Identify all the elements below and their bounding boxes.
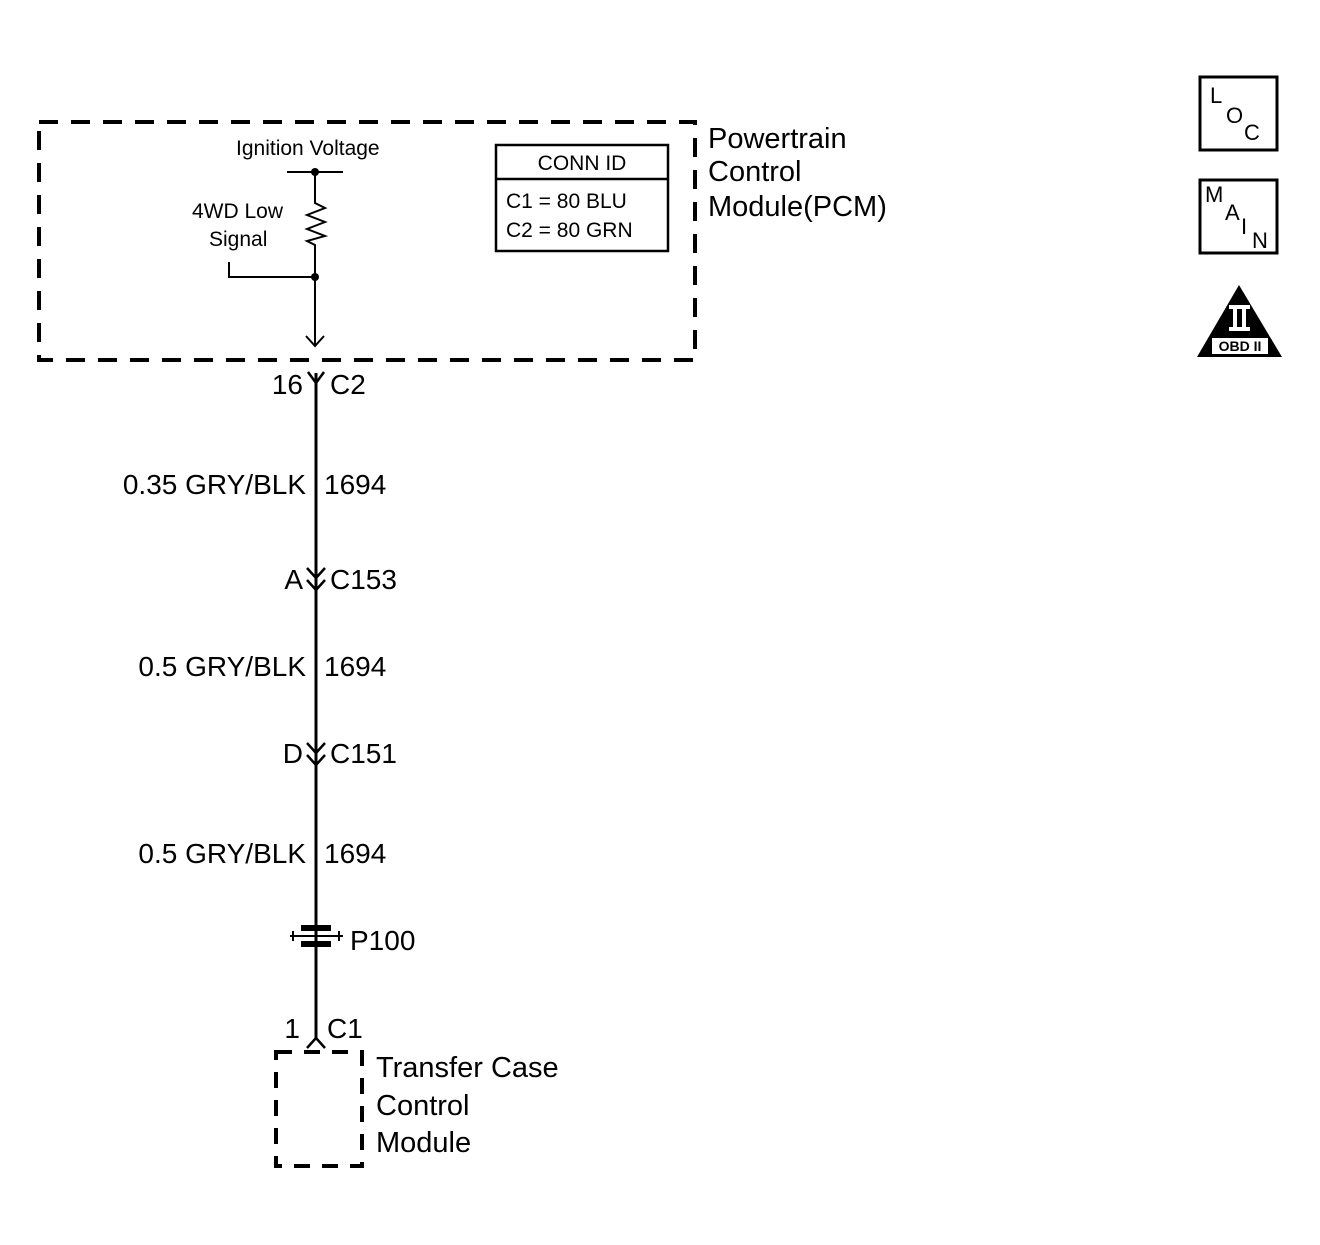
signal-label-line-2: Signal — [209, 228, 267, 251]
c153-connector-label: C153 — [330, 564, 397, 595]
pcm-title-line-2: Control — [708, 156, 802, 188]
ignition-voltage-label: Ignition Voltage — [236, 137, 380, 160]
main-icon[interactable]: M A I N — [1198, 178, 1279, 255]
svg-text:M: M — [1205, 182, 1223, 207]
wire-3-spec: 0.5 GRY/BLK — [138, 838, 306, 869]
wire-3-circuit: 1694 — [324, 838, 386, 869]
c153-pin-label: A — [284, 564, 303, 595]
c153-connector-lower — [306, 579, 326, 592]
svg-text:L: L — [1210, 83, 1222, 108]
conn-id-header: CONN ID — [538, 152, 627, 175]
c2-connector-symbol — [306, 371, 326, 386]
c151-connector-lower — [306, 754, 326, 767]
tccm-title-line-2: Control — [376, 1090, 470, 1122]
loc-icon[interactable]: L O C — [1198, 75, 1279, 152]
c1-pin-label: 1 — [284, 1013, 300, 1044]
pcm-output-arrow — [305, 335, 325, 348]
c2-pin-label: 16 — [272, 369, 303, 400]
c151-connector-upper — [306, 742, 326, 755]
c2-connector-label: C2 — [330, 369, 366, 400]
signal-label-line-1: 4WD Low — [192, 200, 284, 223]
c151-pin-label: D — [283, 738, 303, 769]
obd-ii-label: OBD II — [1219, 338, 1262, 354]
pull-up-resistor — [304, 172, 329, 277]
wire-2-circuit: 1694 — [324, 651, 386, 682]
tccm-title-line-3: Module — [376, 1127, 471, 1159]
wire-2-spec: 0.5 GRY/BLK — [138, 651, 306, 682]
p100-grommet-symbol — [290, 925, 343, 947]
svg-text:A: A — [1225, 200, 1240, 225]
p100-label: P100 — [350, 925, 415, 956]
pcm-enclosure — [37, 120, 697, 362]
c1-connector-label: C1 — [327, 1013, 363, 1044]
c151-connector-label: C151 — [330, 738, 397, 769]
obd-ii-icon[interactable]: II OBD II — [1197, 285, 1282, 357]
svg-text:C: C — [1244, 120, 1260, 145]
svg-text:N: N — [1252, 228, 1268, 253]
signal-line — [228, 262, 315, 278]
tccm-enclosure — [274, 1050, 364, 1168]
conn-id-c1: C1 = 80 BLU — [506, 190, 627, 213]
svg-text:I: I — [1241, 214, 1247, 239]
conn-id-box — [494, 143, 670, 253]
c153-connector-upper — [306, 567, 326, 580]
conn-id-c2: C2 = 80 GRN — [506, 219, 633, 242]
pcm-title-line-1: Powertrain — [708, 123, 847, 155]
svg-text:O: O — [1226, 103, 1243, 128]
c1-connector-symbol — [306, 1036, 326, 1049]
wire-1-circuit: 1694 — [324, 469, 386, 500]
pcm-title-line-3: Module(PCM) — [708, 191, 887, 223]
wire-1-spec: 0.35 GRY/BLK — [123, 469, 306, 500]
tccm-title-line-1: Transfer Case — [376, 1052, 559, 1084]
